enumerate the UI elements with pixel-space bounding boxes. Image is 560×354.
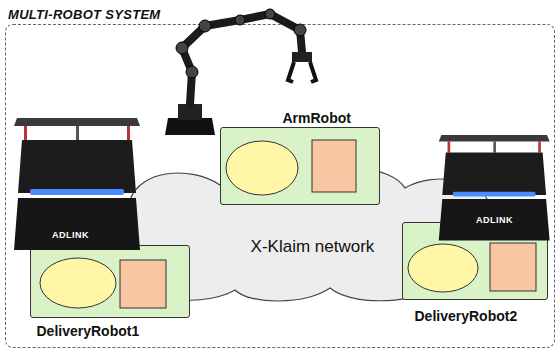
system-title: MULTI-ROBOT SYSTEM: [8, 7, 160, 22]
robot-name: DeliveryRobot2: [415, 308, 518, 324]
component-ellipse: [40, 258, 116, 308]
robot-name: ArmRobot: [283, 110, 351, 126]
delivery-robot: [14, 118, 140, 250]
component-ellipse: [408, 244, 478, 292]
component-ellipse: [226, 141, 298, 195]
delivery-robot: [439, 135, 550, 241]
logo-text: ADLINK: [476, 215, 513, 225]
arm-robot: [165, 9, 316, 135]
robot-name: DeliveryRobot1: [37, 323, 140, 339]
logo-text: ADLINK: [52, 230, 89, 240]
component-square: [120, 260, 166, 308]
component-square: [490, 243, 536, 291]
component-square: [312, 140, 356, 192]
network-label: X-Klaim network: [251, 237, 375, 257]
